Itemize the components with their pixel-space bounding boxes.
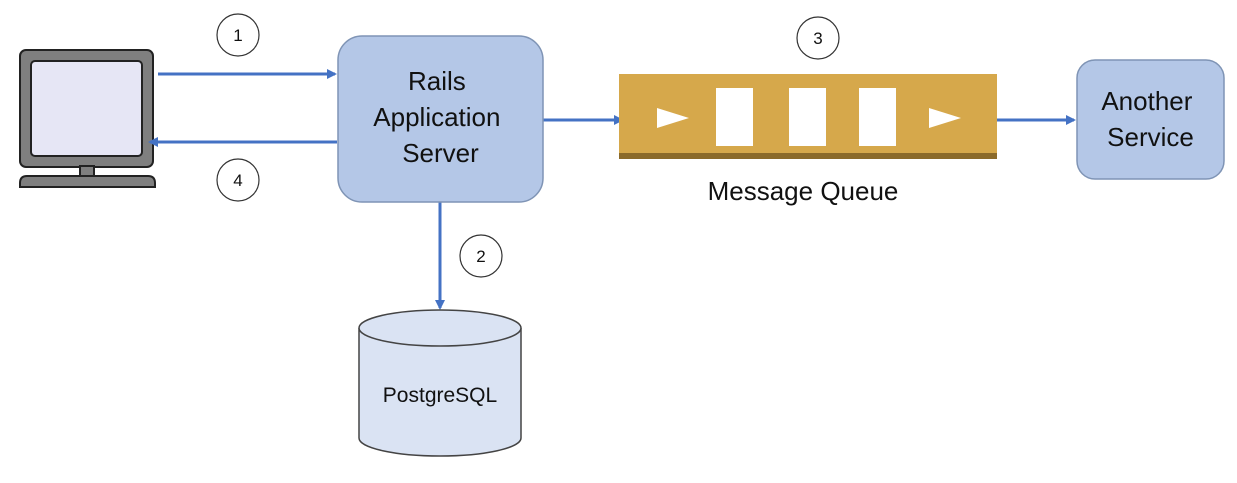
queue-play-icon-left: [657, 108, 689, 128]
queue-play-icon-right: [929, 108, 961, 128]
svg-text:Rails Application: Rails Application Server: [373, 66, 507, 168]
client-computer-icon: [19, 49, 156, 188]
rails-label-line-1: Rails: [408, 66, 466, 96]
queue-message-2: [789, 88, 826, 146]
step-badge-2: 2: [459, 234, 503, 278]
queue-message-1: [716, 88, 753, 146]
rails-label-line-2: Application: [373, 102, 500, 132]
service-label-line-2: Service: [1107, 122, 1194, 152]
step-label-2: 2: [476, 247, 485, 266]
another-service: Another Service: [1076, 59, 1225, 180]
step-badge-3: 3: [796, 16, 840, 60]
step-badge-1: 1: [216, 13, 260, 57]
queue-label: Message Queue: [708, 176, 899, 206]
message-queue: Message Queue: [619, 74, 997, 206]
postgresql-database-icon: PostgreSQL: [358, 309, 522, 457]
step-badge-4: 4: [216, 158, 260, 202]
step-label-1: 1: [233, 26, 242, 45]
rails-app-server: Rails Application Server: [337, 35, 544, 203]
rails-label-line-3: Server: [402, 138, 479, 168]
step-label-3: 3: [813, 29, 822, 48]
step-label-4: 4: [233, 171, 242, 190]
service-label-line-1: Another: [1101, 86, 1192, 116]
db-label: PostgreSQL: [383, 384, 497, 407]
queue-message-3: [859, 88, 896, 146]
svg-text:Another Service: Another Service: [1101, 86, 1199, 152]
